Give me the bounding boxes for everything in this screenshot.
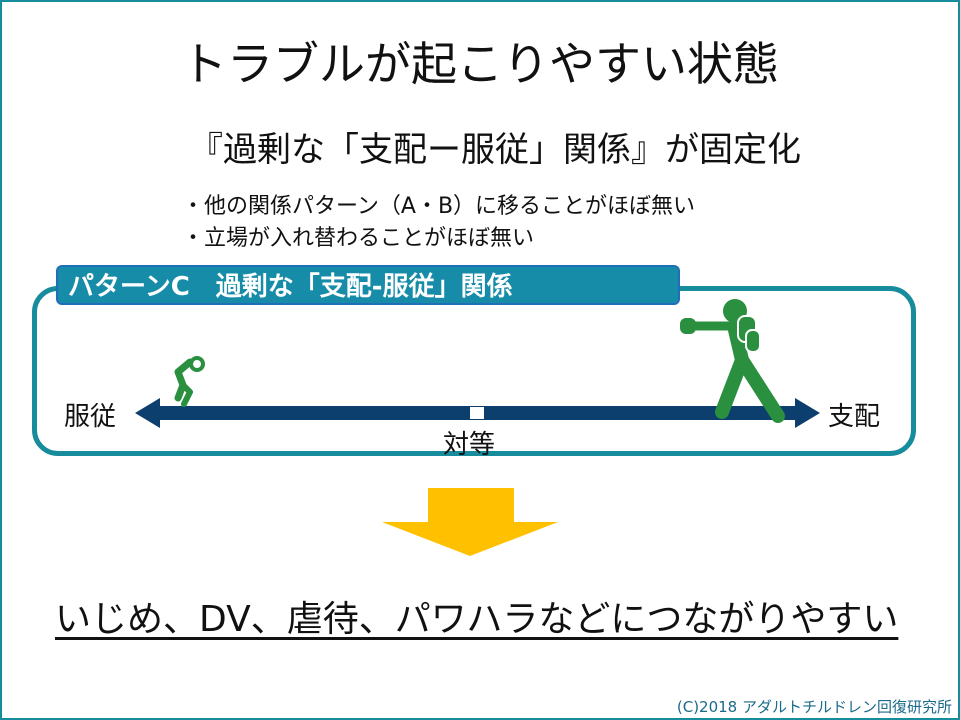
- crouching-person-icon: [174, 356, 205, 407]
- conclusion-text: いじめ、DV、虐待、パワハラなどにつながりやすい: [55, 599, 899, 640]
- equal-marker: [470, 407, 484, 419]
- domination-label: 支配: [828, 402, 881, 432]
- bullet-item: ・立場が入れ替わることがほぼ無い: [182, 226, 535, 251]
- down-arrow-icon: [382, 488, 558, 556]
- slide-subtitle: 『過剰な「支配ー服従」関係』が固定化: [189, 130, 801, 170]
- submission-label: 服従: [64, 402, 117, 432]
- copyright: (C)2018 アダルトチルドレン回復研究所: [676, 698, 952, 716]
- equal-label: 対等: [443, 430, 496, 460]
- boxer-icon: [680, 299, 785, 423]
- panel-header: パターンC 過剰な「支配-服従」関係: [56, 265, 680, 305]
- bullet-item: ・他の関係パターン（A・B）に移ることがほぼ無い: [182, 194, 696, 219]
- slide-title: トラブルが起こりやすい状態: [181, 37, 779, 91]
